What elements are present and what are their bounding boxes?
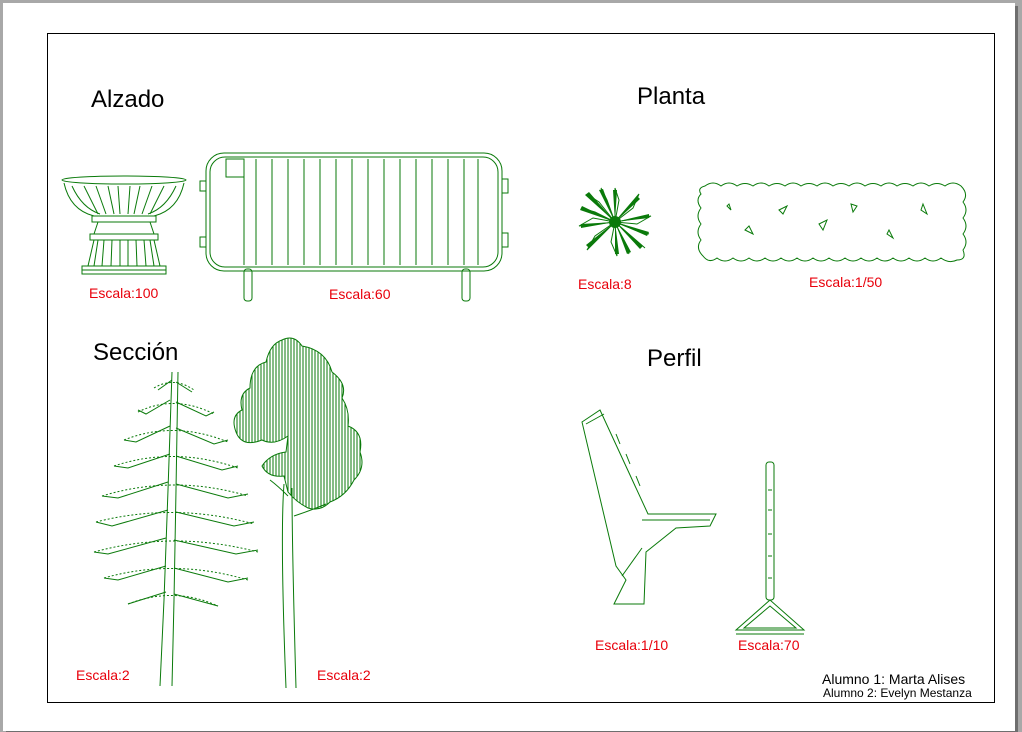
section-title-alzado: Alzado — [91, 86, 165, 113]
author-line-1: Alumno 1: Marta Alises — [822, 671, 966, 687]
planter-drawing — [60, 174, 188, 278]
scale-label-hedge: Escala:1/50 — [809, 274, 883, 290]
fence-drawing — [200, 151, 512, 303]
bench-front-drawing — [732, 460, 808, 636]
section-title-planta: Planta — [637, 83, 706, 110]
bench-side-drawing — [580, 408, 720, 608]
drawing-frame — [47, 33, 995, 703]
drawing-sheet — [3, 3, 1015, 731]
scale-label-bench-side: Escala:1/10 — [595, 637, 669, 653]
scale-label-bench-front: Escala:70 — [738, 637, 800, 653]
hedge-drawing — [695, 180, 969, 264]
scale-label-conifer: Escala:2 — [76, 667, 130, 683]
scale-label-shrub: Escala:8 — [578, 276, 632, 292]
shrub-drawing — [577, 186, 653, 258]
scale-label-leafy-tree: Escala:2 — [317, 667, 371, 683]
author-line-2: Alumno 2: Evelyn Mestanza — [823, 686, 972, 700]
section-title-seccion: Sección — [93, 339, 179, 366]
scale-label-planter: Escala:100 — [89, 285, 159, 301]
conifer-tree-drawing — [88, 370, 264, 690]
scale-label-fence: Escala:60 — [329, 286, 391, 302]
leafy-tree-drawing — [230, 336, 368, 692]
section-title-perfil: Perfil — [647, 345, 702, 372]
